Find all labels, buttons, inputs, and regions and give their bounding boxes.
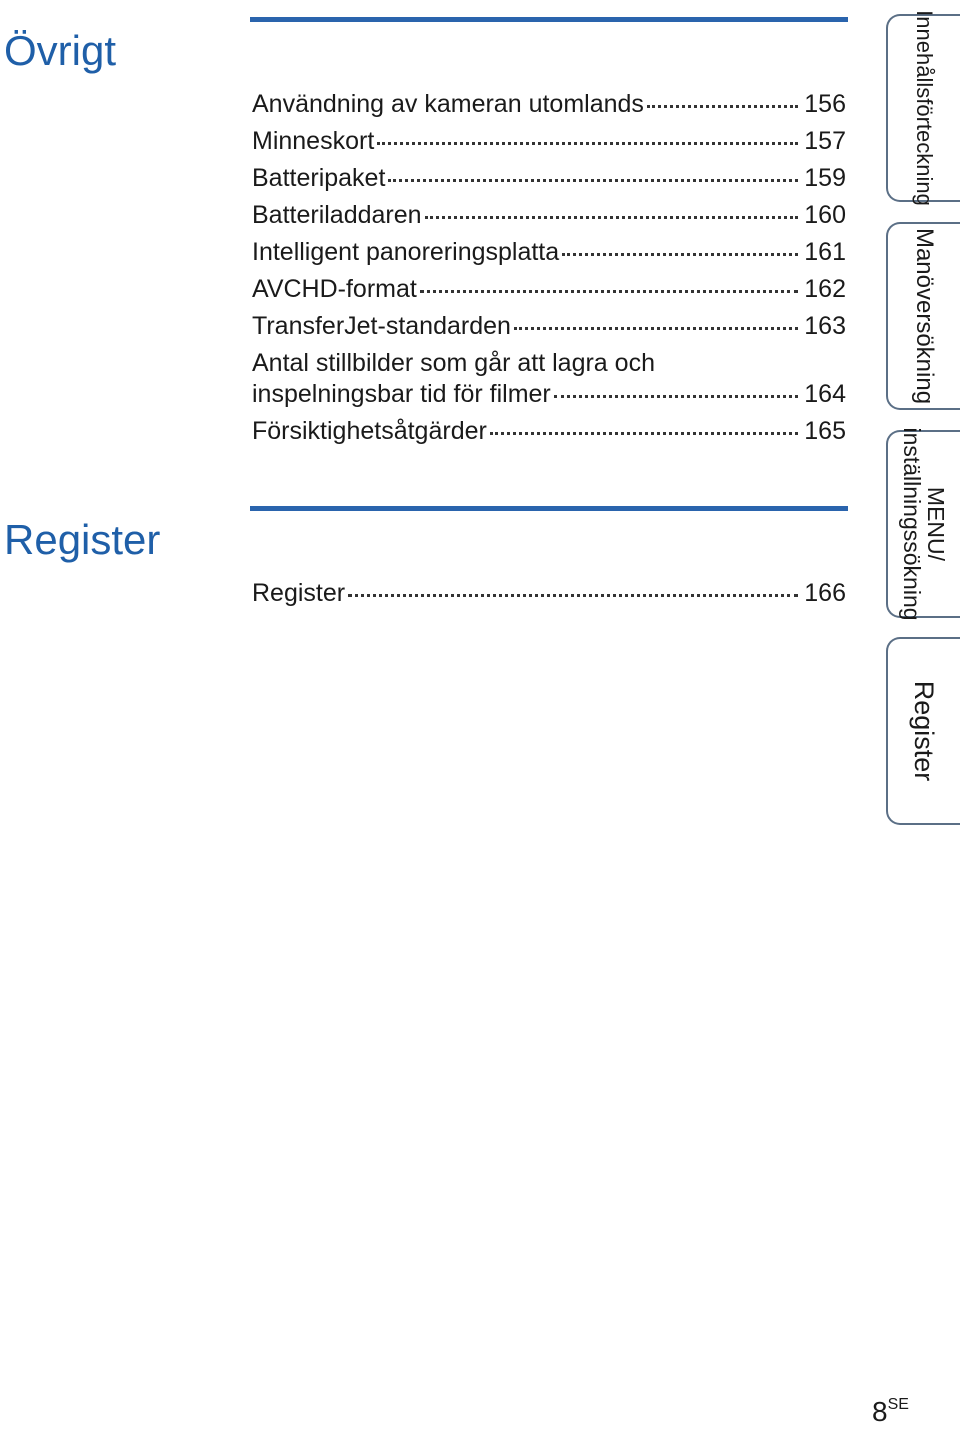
dot-leader: [424, 216, 799, 219]
toc-item-page: 161: [804, 238, 846, 266]
toc-item-page: 163: [804, 312, 846, 340]
page-number: 8SE: [872, 1395, 909, 1427]
toc-item-page: 160: [804, 201, 846, 229]
page-number-suffix: SE: [887, 1395, 909, 1413]
toc-item-page: 164: [804, 380, 846, 408]
toc-item-forsiktighetsatgarder[interactable]: Försiktighetsåtgärder 165: [252, 413, 846, 450]
dot-leader: [489, 432, 799, 435]
toc-item-page: 165: [804, 417, 846, 445]
toc-item-title: Register: [252, 579, 346, 607]
toc-item-title: Minneskort: [252, 127, 375, 155]
toc-item-page: 166: [804, 579, 846, 607]
dot-leader: [646, 105, 799, 108]
toc-item-anvandning[interactable]: Användning av kameran utomlands 156: [252, 86, 846, 123]
toc-item-title: Batteripaket: [252, 164, 386, 192]
toc-item-title: Användning av kameran utomlands: [252, 90, 644, 118]
toc-item-title: Batteriladdaren: [252, 201, 422, 229]
toc-item-antal-stillbilder[interactable]: Antal stillbilder som går att lagra och …: [252, 345, 846, 413]
side-tab-label: Manöversökning: [911, 227, 938, 405]
toc-item-batteripaket[interactable]: Batteripaket 159: [252, 160, 846, 197]
dot-leader: [388, 179, 799, 182]
dot-leader: [348, 594, 799, 597]
toc-item-title-line2: inspelningsbar tid för filmer: [252, 380, 551, 408]
section-rule-ovrigt: [250, 17, 848, 22]
section-title-register: Register: [4, 516, 161, 563]
side-tab-label: Innehållsförteckning: [912, 10, 937, 206]
side-tab-register[interactable]: Register: [886, 637, 960, 825]
section-title-ovrigt: Övrigt: [4, 27, 117, 74]
side-tab-label-line2: inställningssökning: [899, 427, 925, 621]
side-tab-label-line1: MENU/: [923, 486, 949, 562]
dot-leader: [419, 290, 799, 293]
dot-leader: [553, 395, 799, 398]
toc-item-page: 162: [804, 275, 846, 303]
dot-leader: [377, 142, 799, 145]
toc-item-minneskort[interactable]: Minneskort 157: [252, 123, 846, 160]
side-tab-label: MENU/ inställningssökning: [899, 427, 949, 621]
side-tab-label: Register: [909, 680, 939, 782]
side-tab-innehallsforteckning[interactable]: Innehållsförteckning: [886, 10, 960, 206]
toc-item-panoreringsplatta[interactable]: Intelligent panoreringsplatta 161: [252, 234, 846, 271]
toc-item-page: 159: [804, 164, 846, 192]
page-number-value: 8: [872, 1396, 888, 1427]
toc-item-register[interactable]: Register 166: [252, 575, 846, 612]
toc-item-title: Försiktighetsåtgärder: [252, 417, 487, 445]
toc-item-title-line1: Antal stillbilder som går att lagra och: [252, 349, 655, 377]
toc-item-title: TransferJet-standarden: [252, 312, 511, 340]
toc-item-batteriladdaren[interactable]: Batteriladdaren 160: [252, 197, 846, 234]
toc-item-title: Intelligent panoreringsplatta: [252, 238, 560, 266]
side-tab-menu-installningssokning[interactable]: MENU/ inställningssökning: [886, 427, 960, 621]
toc-item-page: 157: [804, 127, 846, 155]
dot-leader: [562, 253, 799, 256]
toc-item-transferjet[interactable]: TransferJet-standarden 163: [252, 308, 846, 345]
dot-leader: [513, 327, 799, 330]
section-rule-register: [250, 506, 848, 511]
toc-item-title: AVCHD-format: [252, 275, 417, 303]
toc-list-ovrigt: Användning av kameran utomlands 156 Minn…: [252, 86, 846, 450]
side-tab-manoversokning[interactable]: Manöversökning: [886, 222, 960, 410]
toc-item-page: 156: [804, 90, 846, 118]
toc-item-avchd[interactable]: AVCHD-format 162: [252, 271, 846, 308]
toc-list-register: Register 166: [252, 575, 846, 612]
